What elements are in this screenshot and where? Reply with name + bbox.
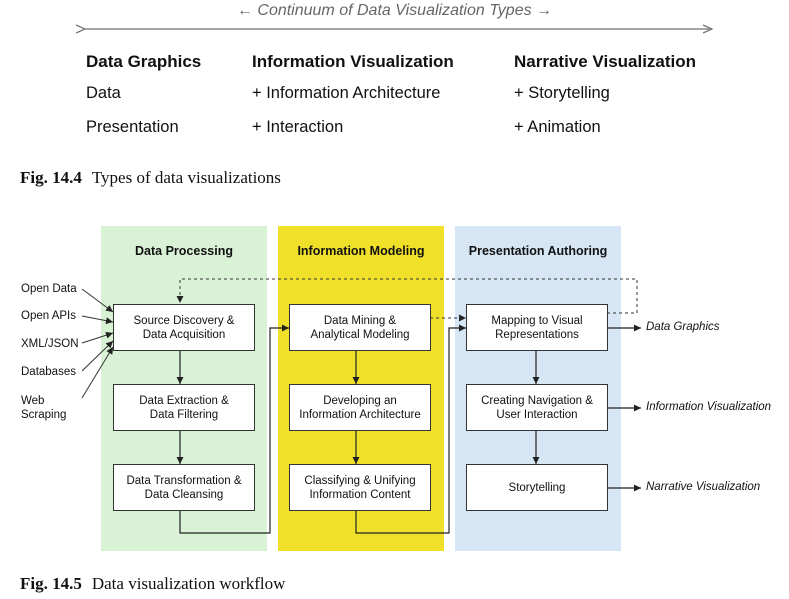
caption-text: Types of data visualizations (91, 168, 281, 187)
caption-number: Fig. 14.5 (20, 574, 82, 593)
column-header: Information Visualization (252, 52, 454, 71)
connector-processing-to-modeling (179, 324, 289, 534)
column-item: Data (86, 84, 121, 102)
source-label: Open APIs (21, 310, 76, 322)
panel-title: Data Processing (135, 244, 233, 258)
connector-modeling-to-authoring (355, 324, 466, 534)
continuum-arrow-graphic (0, 0, 789, 40)
caption-number: Fig. 14.4 (20, 168, 82, 187)
source-arrow (81, 288, 114, 313)
source-arrow (81, 315, 114, 325)
column-item: + Interaction (252, 118, 344, 136)
column-item: Presentation (86, 118, 179, 136)
source-arrow (81, 346, 114, 399)
source-label: Web Scraping (21, 395, 67, 421)
column-information-visualization: Information Visualization + Information … (252, 52, 454, 148)
panel-title: Presentation Authoring (468, 244, 608, 258)
column-header: Data Graphics (86, 52, 202, 71)
box-data-transformation: Data Transformation & Data Cleansing (113, 464, 255, 511)
source-arrow (81, 340, 114, 372)
column-item: + Storytelling (514, 84, 610, 102)
column-header: Narrative Visualization (514, 52, 697, 71)
column-item: + Information Architecture (252, 84, 441, 102)
figure-caption-14-5: Fig. 14.5 Data visualization workflow (20, 574, 285, 594)
caption-text: Data visualization workflow (91, 574, 286, 593)
source-label: Databases (21, 366, 76, 378)
box-information-architecture: Developing an Information Architecture (289, 384, 431, 431)
output-label: Information Visualization (646, 401, 772, 413)
box-storytelling: Storytelling (466, 464, 608, 511)
output-label: Data Graphics (646, 321, 720, 333)
box-navigation-interaction: Creating Navigation & User Interaction (466, 384, 608, 431)
source-label: XML/JSON (21, 338, 79, 350)
box-mapping-visual: Mapping to Visual Representations (466, 304, 608, 351)
box-classifying-content: Classifying & Unifying Information Conte… (289, 464, 431, 511)
dashed-feedback-loop (176, 278, 638, 314)
output-label: Narrative Visualization (646, 481, 761, 493)
box-data-extraction: Data Extraction & Data Filtering (113, 384, 255, 431)
box-source-discovery: Source Discovery & Data Acquisition (113, 304, 255, 351)
column-item: + Animation (514, 118, 601, 136)
continuum-title: ← Continuum of Data Visualization Types … (236, 2, 553, 19)
figure-caption-14-4: Fig. 14.4 Types of data visualizations (20, 168, 281, 188)
box-data-mining: Data Mining & Analytical Modeling (289, 304, 431, 351)
source-arrow (81, 331, 114, 344)
column-data-graphics: Data Graphics Data Presentation (86, 52, 201, 148)
source-label: Open Data (21, 283, 77, 295)
column-narrative-visualization: Narrative Visualization + Storytelling +… (514, 52, 696, 148)
panel-title: Information Modeling (297, 244, 425, 258)
